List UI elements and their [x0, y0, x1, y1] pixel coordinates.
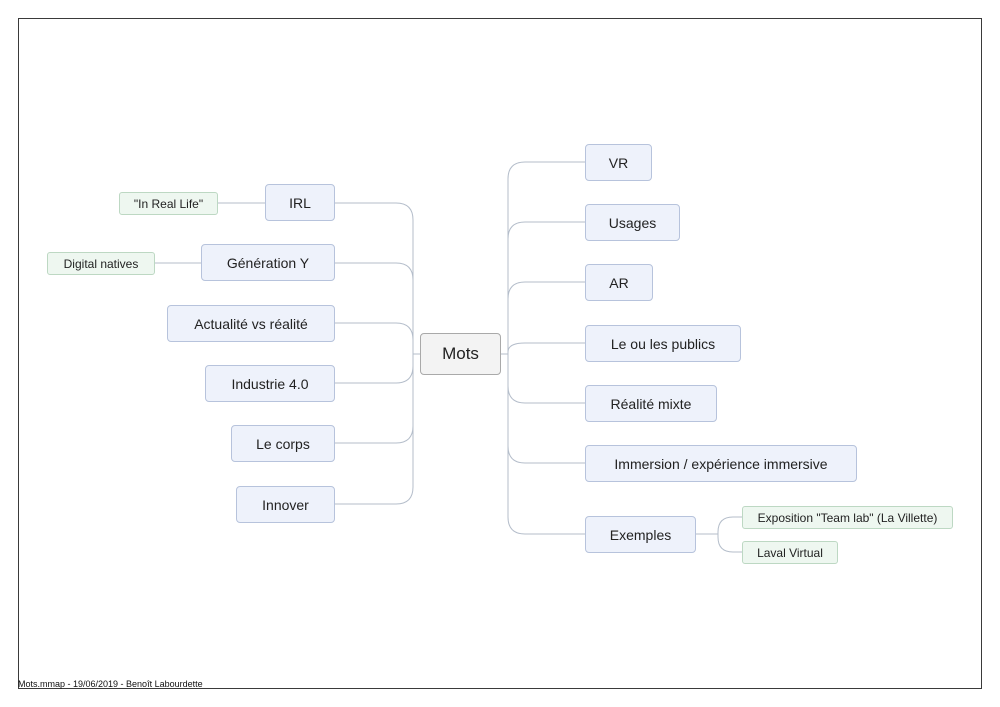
- connector-left-generation: [335, 262, 414, 354]
- connector-left-irl: [335, 202, 414, 354]
- connector-left-innover: [335, 354, 414, 505]
- topic-innover[interactable]: Innover: [236, 486, 335, 523]
- connector-right-exemples: [507, 354, 585, 535]
- connector-right-publics: [507, 342, 585, 354]
- subtopic-in-real-life[interactable]: "In Real Life": [119, 192, 218, 215]
- connector-right-mixte: [507, 354, 585, 404]
- subtopic-laval-virtual[interactable]: Laval Virtual: [742, 541, 838, 564]
- topic-immersion[interactable]: Immersion / expérience immersive: [585, 445, 857, 482]
- topic-generation-y[interactable]: Génération Y: [201, 244, 335, 281]
- topic-actualite-vs-realite[interactable]: Actualité vs réalité: [167, 305, 335, 342]
- topic-le-ou-les-publics[interactable]: Le ou les publics: [585, 325, 741, 362]
- topic-realite-mixte[interactable]: Réalité mixte: [585, 385, 717, 422]
- subtopic-exposition-team-lab[interactable]: Exposition "Team lab" (La Villette): [742, 506, 953, 529]
- connector-left-actualite: [335, 322, 414, 354]
- topic-irl[interactable]: IRL: [265, 184, 335, 221]
- connector-left-corps: [335, 354, 414, 444]
- topic-le-corps[interactable]: Le corps: [231, 425, 335, 462]
- topic-vr[interactable]: VR: [585, 144, 652, 181]
- topic-ar[interactable]: AR: [585, 264, 653, 301]
- central-topic[interactable]: Mots: [420, 333, 501, 375]
- connector-left-industrie: [335, 354, 414, 384]
- connector-exemples-detail-2: [717, 534, 742, 553]
- topic-usages[interactable]: Usages: [585, 204, 680, 241]
- footer-caption: Mots.mmap - 19/06/2019 - Benoît Labourde…: [18, 679, 203, 689]
- connector-right-immersion: [507, 354, 585, 464]
- connector-right-ar: [507, 281, 585, 354]
- connector-right-usages: [507, 221, 585, 354]
- connector-exemples-detail-1: [696, 516, 742, 535]
- connector-right-vr: [507, 161, 585, 354]
- topic-exemples[interactable]: Exemples: [585, 516, 696, 553]
- topic-industrie[interactable]: Industrie 4.0: [205, 365, 335, 402]
- page-frame: [18, 18, 982, 689]
- subtopic-digital-natives[interactable]: Digital natives: [47, 252, 155, 275]
